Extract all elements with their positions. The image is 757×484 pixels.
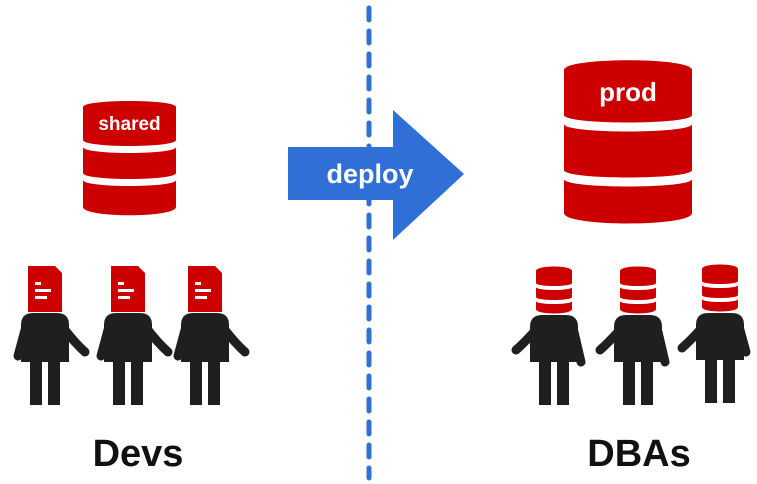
dba-person [595,266,670,405]
person-icon [511,315,586,405]
deploy-arrow-label: deploy [326,159,413,189]
database-icon [620,266,656,314]
database-icon [536,266,572,314]
person-icon [173,313,250,405]
shared-database-label: shared [98,114,160,135]
person-icon [96,313,173,405]
developer-person [96,266,173,405]
shared-database: shared [83,101,176,216]
devs-group-label: Devs [93,433,184,475]
dba-person [511,266,586,405]
person-icon [595,315,670,405]
prod-database: prod [564,60,692,224]
dbas-group-label: DBAs [587,433,690,475]
database-icon [83,101,176,216]
developer-person [13,266,90,405]
right-arrow-icon [288,110,464,240]
person-icon [13,313,90,405]
document-icon [111,266,145,312]
person-icon [677,313,751,403]
developer-person [173,266,250,405]
document-icon [28,266,62,312]
deploy-arrow: deploy [288,110,464,240]
dba-person [677,264,751,403]
database-icon [564,60,692,224]
database-icon [702,264,738,312]
prod-database-label: prod [599,77,657,107]
document-icon [188,266,222,312]
